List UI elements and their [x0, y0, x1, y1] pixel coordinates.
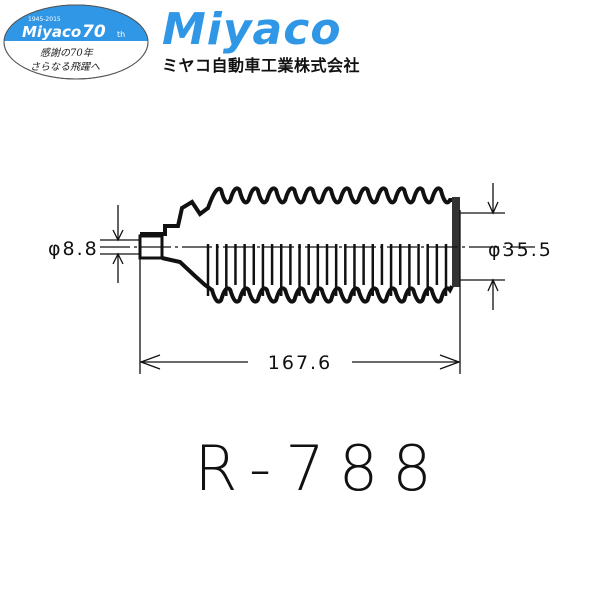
boot-technical-drawing: φ8.8 φ35.5 167.6 — [48, 183, 553, 374]
company-name: ミヤコ自動車工業株式会社 — [162, 56, 361, 75]
badge-brand: Miyaco — [22, 23, 81, 41]
badge-line2: さらなる飛躍へ — [30, 61, 100, 73]
boot-ribs — [206, 244, 448, 296]
small-diameter-label: φ8.8 — [48, 238, 99, 260]
brand-logo: Miyaco — [162, 4, 342, 55]
right-flange — [452, 197, 460, 287]
badge-70: 70 — [82, 22, 106, 42]
part-number: R-788 — [194, 432, 446, 505]
badge-years: 1945-2015 — [28, 16, 61, 23]
anniversary-badge-logo: 1945-2015 Miyaco 70 th 感謝の70年 さらなる飛躍へ — [3, 4, 149, 80]
boot-bottom-outline — [161, 256, 454, 304]
badge-line1: 感謝の70年 — [40, 47, 94, 59]
large-diameter-label: φ35.5 — [488, 239, 553, 261]
boot-top-outline — [140, 186, 452, 236]
badge-th: th — [117, 30, 125, 39]
length-label: 167.6 — [268, 352, 332, 374]
